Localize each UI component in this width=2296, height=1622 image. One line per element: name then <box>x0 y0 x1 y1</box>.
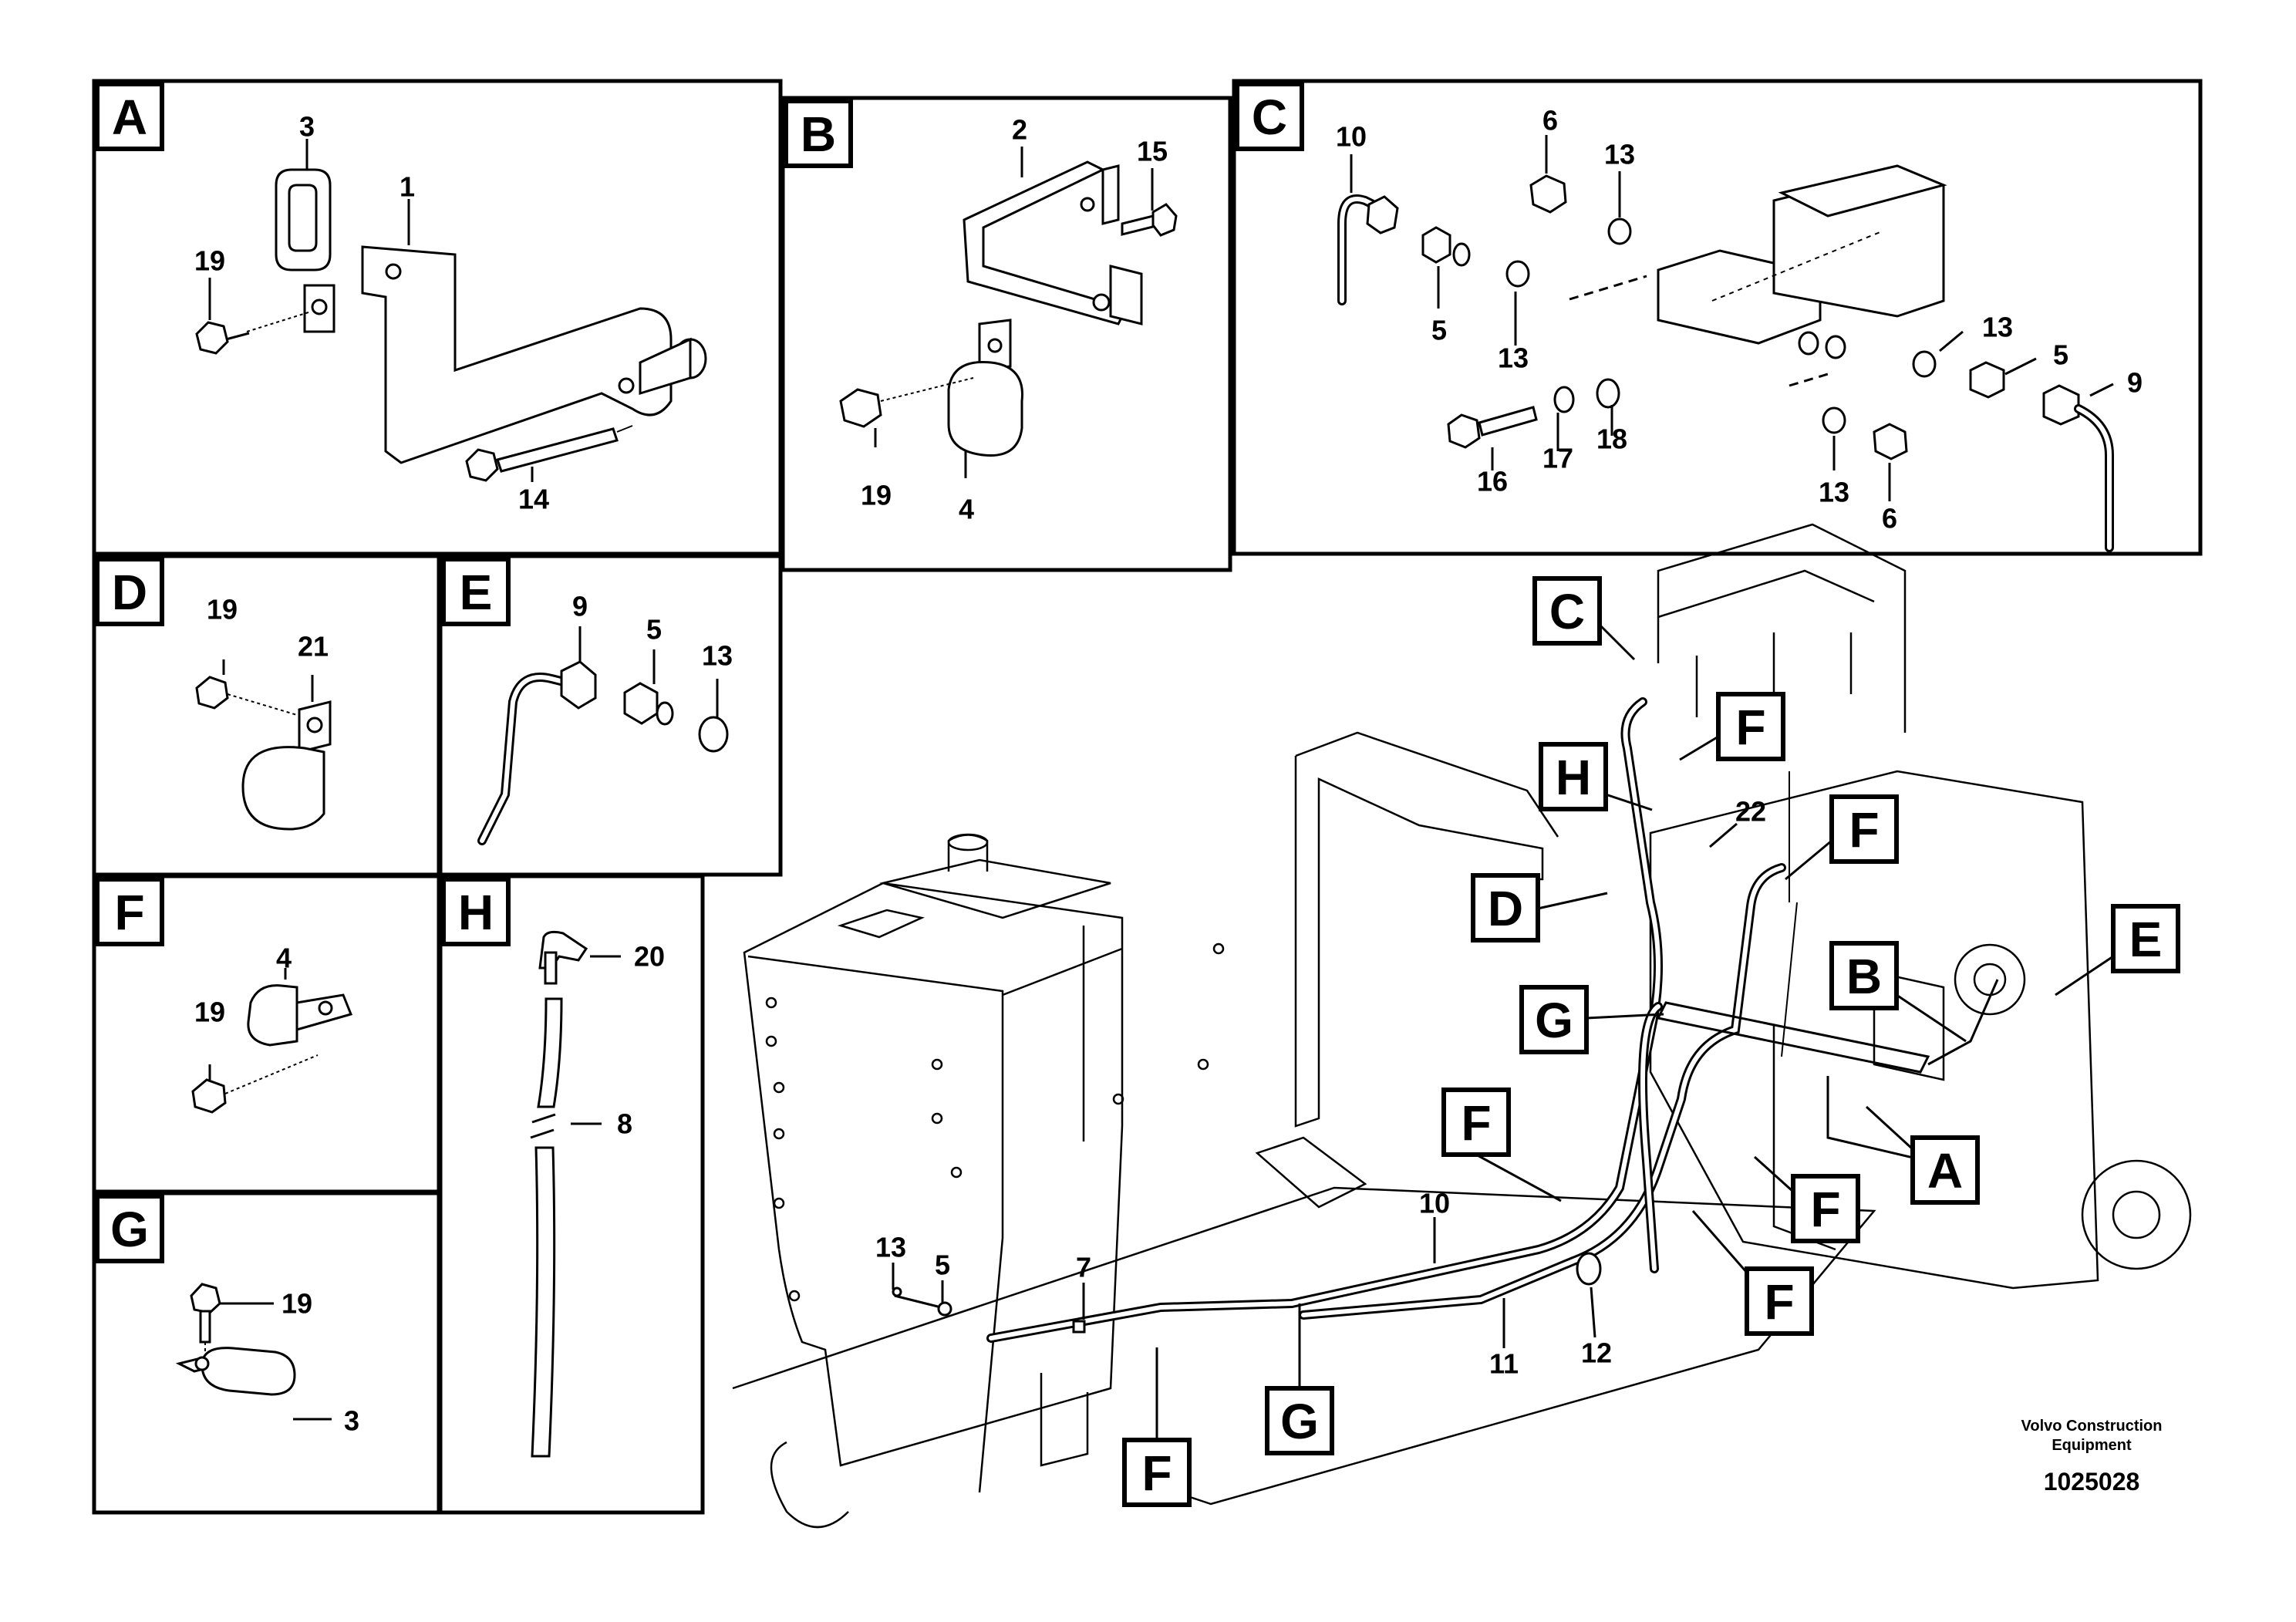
panel-g-label: G <box>110 1202 149 1257</box>
panel-e-callout-13: 13 <box>702 640 733 672</box>
panel-b-callout-4: 4 <box>959 494 974 525</box>
main-tag-c: C <box>1549 584 1585 639</box>
panel-b: B 2 15 19 4 <box>781 96 1232 572</box>
main-tags: C F H F D E B G F A F F <box>1122 576 2180 1507</box>
title-block: Volvo Construction Equipment 1025028 <box>2021 1418 2163 1496</box>
panel-c-callout-13c: 13 <box>1982 312 2013 343</box>
panel-b-callout-2: 2 <box>1012 114 1027 146</box>
main-tag-a: A <box>1927 1143 1963 1199</box>
main-callout-22: 22 <box>1735 796 1766 828</box>
panel-c-label: C <box>1252 89 1287 145</box>
panel-e-callout-5: 5 <box>646 614 662 646</box>
company-line-2: Equipment <box>2052 1437 2132 1454</box>
panel-a-callout-1: 1 <box>400 171 415 203</box>
panel-d-callout-21: 21 <box>298 631 329 663</box>
main-callout-5: 5 <box>935 1249 950 1281</box>
main-tag-f4: F <box>1810 1182 1840 1237</box>
panel-c-callout-13d: 13 <box>1819 477 1849 508</box>
panel-d-callout-19: 19 <box>207 594 238 626</box>
panel-h-label: H <box>458 885 494 940</box>
main-tag-g2: G <box>1280 1394 1319 1449</box>
panel-f-callout-4: 4 <box>276 943 292 974</box>
main-callout-11: 11 <box>1489 1348 1519 1380</box>
panel-f-callout-19: 19 <box>194 996 225 1028</box>
main-tag-f3: F <box>1461 1095 1491 1151</box>
panel-b-callout-15: 15 <box>1137 136 1168 167</box>
main-callouts: 22 10 11 12 13 5 7 <box>875 796 1766 1380</box>
panel-h-callout-8: 8 <box>617 1108 632 1140</box>
main-tag-h: H <box>1556 750 1591 805</box>
main-tag-g1: G <box>1535 993 1573 1048</box>
panel-g-callout-3: 3 <box>344 1405 359 1437</box>
tank-bolts <box>765 943 1225 1302</box>
panel-c-callout-18: 18 <box>1596 423 1627 455</box>
panel-c-callout-6a: 6 <box>1542 105 1558 137</box>
panel-c-callout-17: 17 <box>1542 443 1573 474</box>
panel-c-callout-5b: 5 <box>2053 339 2068 371</box>
main-callout-13: 13 <box>875 1232 906 1263</box>
drawing-number: 1025028 <box>2044 1468 2140 1496</box>
panel-e: E 9 5 13 <box>438 554 783 877</box>
panel-c-callout-10: 10 <box>1336 121 1367 153</box>
panel-h: H 20 8 <box>438 874 705 1515</box>
panel-f-label: F <box>114 885 144 940</box>
main-tag-f1: F <box>1735 700 1765 755</box>
panel-a-label: A <box>112 89 147 145</box>
main-tag-b: B <box>1846 949 1882 1004</box>
main-callout-10: 10 <box>1419 1188 1450 1219</box>
panel-d: D 19 21 <box>92 554 441 877</box>
panel-a-callout-14: 14 <box>518 484 549 515</box>
panel-c: C <box>1232 79 2203 556</box>
panel-f: F 4 19 <box>92 874 441 1194</box>
panel-b-label: B <box>801 106 836 162</box>
panel-c-callout-6b: 6 <box>1882 503 1897 534</box>
main-callout-7: 7 <box>1076 1252 1091 1283</box>
panel-a-callout-19: 19 <box>194 245 225 277</box>
main-tag-f6: F <box>1141 1445 1172 1501</box>
panel-a-callout-3: 3 <box>299 111 315 143</box>
main-tag-e: E <box>2129 912 2163 967</box>
main-tag-f2: F <box>1849 802 1879 858</box>
panel-a: A 3 1 19 14 <box>92 79 783 556</box>
panel-c-callout-16: 16 <box>1477 466 1508 497</box>
machine-drawing <box>732 523 2192 1529</box>
panel-h-callout-20: 20 <box>634 941 665 973</box>
panel-c-callout-9: 9 <box>2127 367 2143 399</box>
main-tag-f5: F <box>1764 1274 1794 1330</box>
main-tag-d: D <box>1488 881 1523 936</box>
panel-b-callout-19: 19 <box>861 480 892 511</box>
panel-c-callout-13a: 13 <box>1604 139 1635 170</box>
main-callout-12: 12 <box>1581 1337 1612 1369</box>
panel-g: G 19 3 <box>92 1191 441 1515</box>
panel-d-label: D <box>112 565 147 620</box>
panel-c-callout-13b: 13 <box>1498 342 1529 374</box>
panel-g-callout-19: 19 <box>282 1288 312 1320</box>
panel-e-label: E <box>460 565 493 620</box>
panel-e-callout-9: 9 <box>572 591 588 622</box>
panel-c-callout-5a: 5 <box>1431 315 1447 346</box>
company-line-1: Volvo Construction <box>2021 1418 2163 1435</box>
